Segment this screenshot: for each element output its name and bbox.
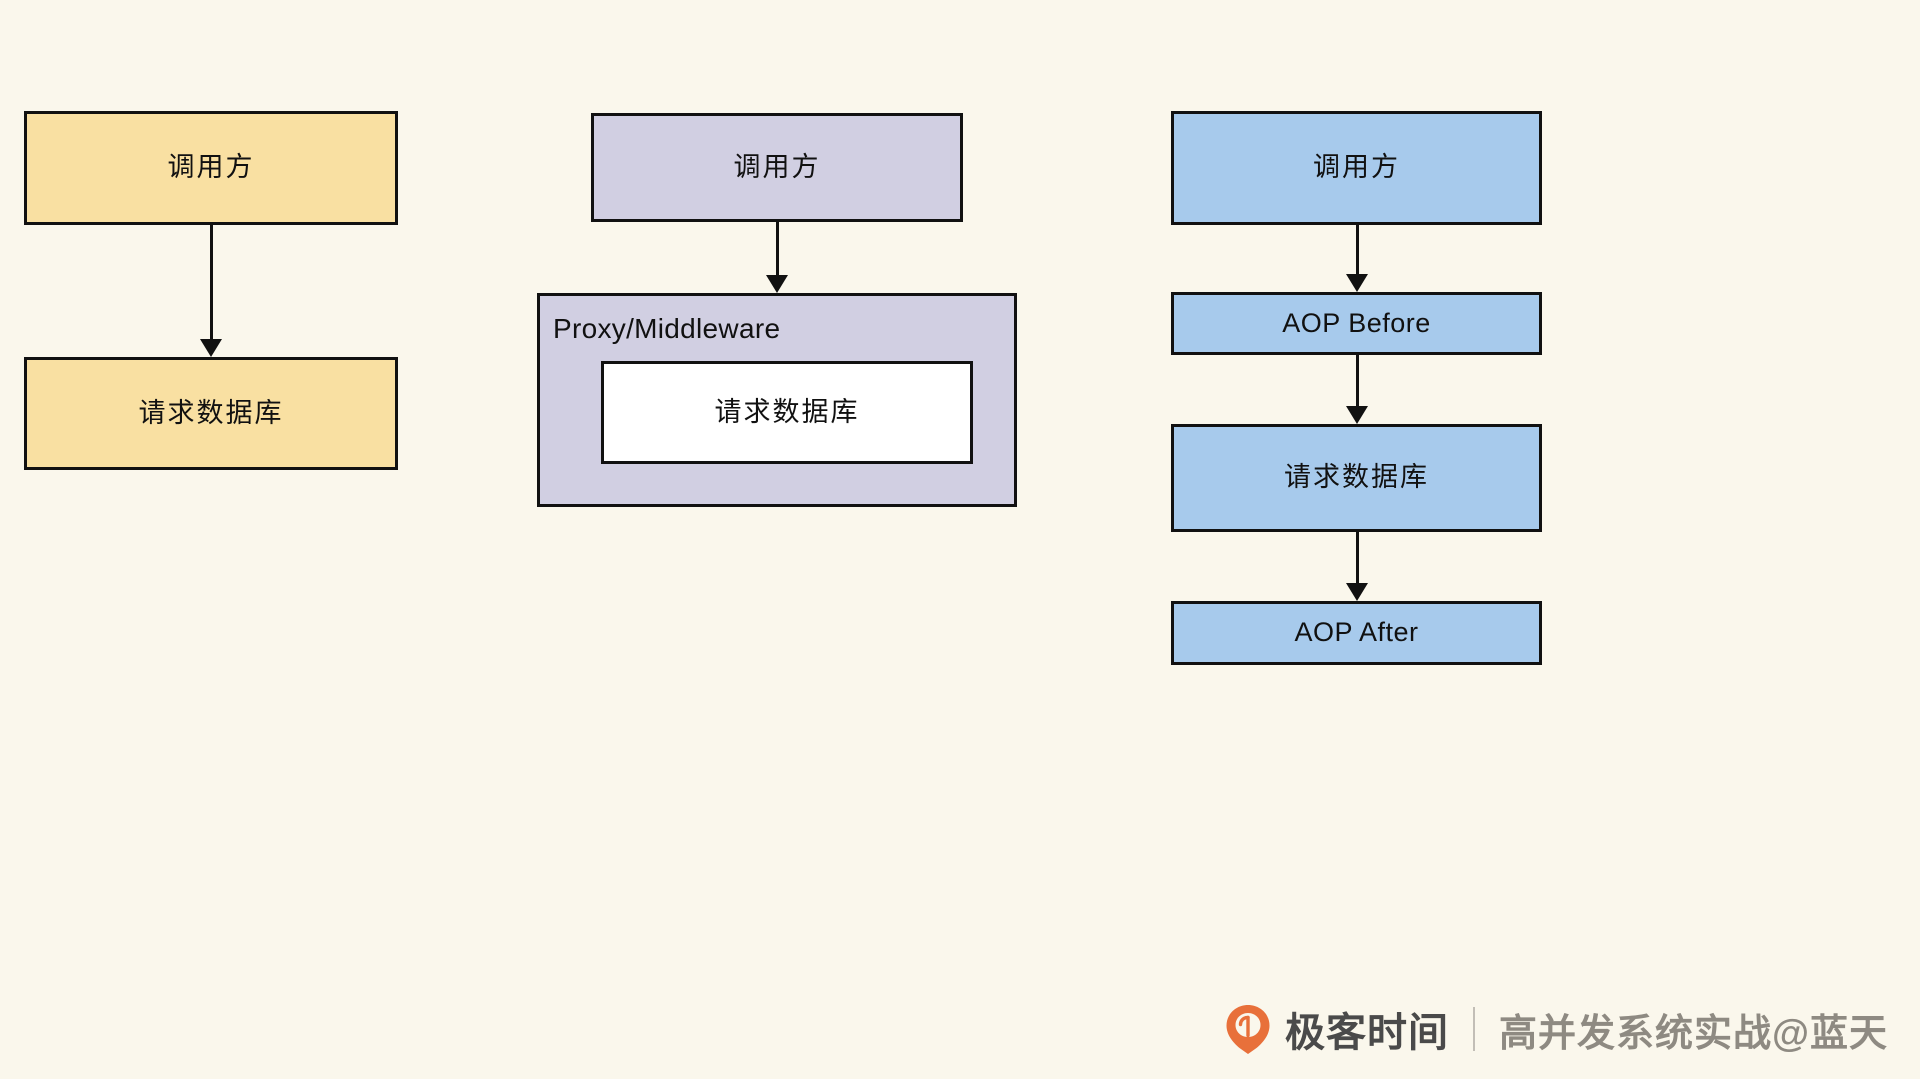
node-caller-plain: 调用方: [24, 111, 398, 225]
node-caller-aop: 调用方: [1171, 111, 1542, 225]
node-caller-proxy: 调用方: [591, 113, 963, 222]
node-label: 请求数据库: [714, 396, 860, 427]
node-label: AOP After: [1294, 617, 1419, 648]
arrow-caller-to-db-plain: [200, 225, 222, 357]
watermark-separator: [1473, 1007, 1475, 1051]
node-label: 调用方: [733, 151, 821, 182]
container-title-proxy-middleware: Proxy/Middleware: [553, 313, 781, 344]
arrow-caller-to-aop-before: [1346, 225, 1368, 292]
node-request-db-proxy: 请求数据库: [601, 361, 973, 464]
watermark-course: 高并发系统实战@蓝天: [1499, 1012, 1889, 1055]
watermark: 极客时间 高并发系统实战@蓝天: [1225, 1000, 1888, 1058]
node-aop-before: AOP Before: [1171, 292, 1542, 355]
node-request-db-plain: 请求数据库: [24, 357, 398, 470]
node-label: 调用方: [1313, 152, 1400, 183]
node-label: 请求数据库: [1284, 462, 1429, 493]
node-label: 请求数据库: [138, 397, 284, 428]
node-request-db-aop: 请求数据库: [1171, 424, 1542, 532]
watermark-brand: 极客时间: [1285, 1011, 1449, 1055]
arrow-db-to-aop-after: [1346, 532, 1368, 601]
node-label: 调用方: [167, 152, 255, 183]
arrow-aop-before-to-db: [1346, 355, 1368, 424]
arrow-caller-to-proxy: [766, 222, 788, 293]
geekbang-pin-icon: [1226, 1005, 1270, 1054]
node-label: AOP Before: [1282, 307, 1431, 338]
node-aop-after: AOP After: [1171, 601, 1542, 665]
